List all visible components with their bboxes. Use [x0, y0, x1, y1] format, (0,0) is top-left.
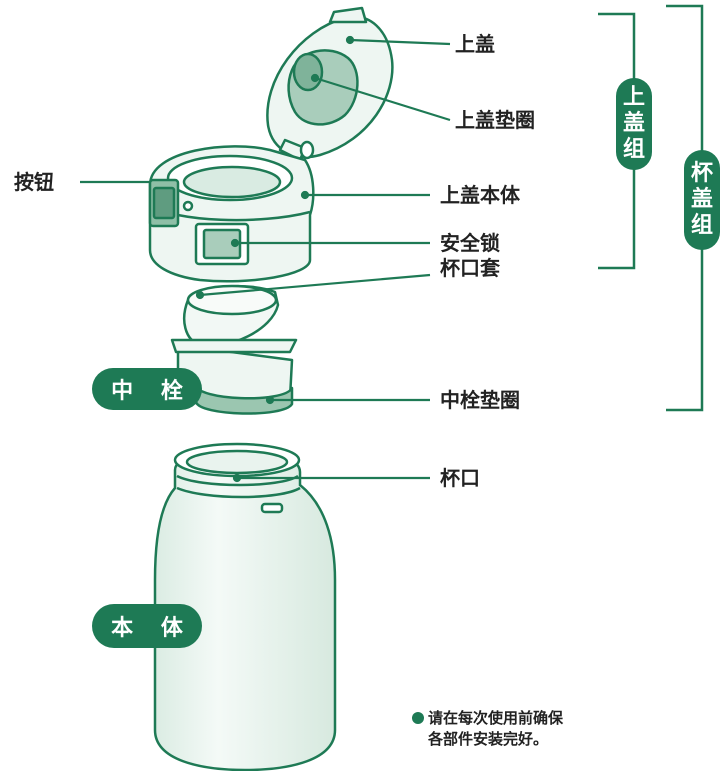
- cup-lid-group-char-3: 组: [690, 213, 713, 238]
- leader-safety-lock-dot: [230, 238, 240, 248]
- lid-gasket-top: [292, 52, 324, 92]
- usage-note-line-2: 各部件安装完好。: [428, 730, 549, 748]
- cup-lid-group-char-2: 盖: [690, 187, 713, 212]
- hinge-pin: [299, 140, 315, 160]
- leader-lid-gasket-dot: [310, 73, 320, 83]
- lid-group-char-3: 组: [622, 137, 645, 162]
- lid-group-char-1: 上: [622, 85, 645, 110]
- leader-lid: [349, 38, 451, 46]
- lid-group-badge: 上 盖 组: [616, 78, 652, 170]
- lid-tab: [328, 6, 368, 24]
- bottle-mouth-inner: [185, 449, 289, 475]
- stopper-gasket-shape: [194, 383, 294, 415]
- leader-lid-body-dot: [300, 190, 310, 200]
- label-cup-mouth-cover: 杯口套: [440, 256, 500, 280]
- stopper-badge: 中 栓: [92, 368, 202, 410]
- label-safety-lock: 安全锁: [440, 231, 500, 255]
- leader-lines: [80, 35, 451, 483]
- cup-lid-group-badge: 杯 盖 组: [684, 150, 720, 250]
- usage-note: 请在每次使用前确保 各部件安装完好。: [412, 708, 563, 750]
- button-face: [152, 186, 176, 220]
- label-cup-mouth: 杯口: [440, 466, 480, 490]
- label-lid-gasket: 上盖垫圈: [455, 108, 535, 132]
- label-button: 按钮: [14, 170, 54, 194]
- stopper-assembly: [170, 284, 298, 415]
- label-stopper-gasket: 中栓垫圈: [440, 388, 520, 412]
- leader-stopper-gasket-dot: [265, 395, 275, 405]
- leader-cup-mouth-cover-dot: [195, 290, 205, 300]
- lid-body-screw: [182, 200, 194, 212]
- leader-lid-dot: [345, 35, 355, 45]
- bottle-thread-2: [176, 486, 301, 499]
- lid-body-opening-inner: [182, 165, 282, 199]
- cup-mouth-cover-top: [186, 284, 278, 316]
- leader-cup-mouth-dot: [232, 473, 242, 483]
- lid-group-char-2: 盖: [622, 111, 645, 136]
- usage-note-text-1: 请在每次使用前确保: [428, 709, 564, 727]
- label-lid: 上盖: [455, 32, 495, 56]
- usage-note-line-1: 请在每次使用前确保: [412, 708, 563, 729]
- leader-lid-gasket: [314, 76, 451, 122]
- label-lid-body: 上盖本体: [440, 183, 520, 207]
- stopper-collar: [170, 338, 298, 354]
- note-bullet-icon: [412, 712, 424, 724]
- bottle-side-tab: [260, 502, 284, 514]
- lid-assembly: [148, 6, 394, 283]
- body-badge: 本 体: [92, 604, 202, 648]
- cup-lid-group-char-1: 杯: [690, 161, 713, 186]
- leader-cup-mouth-cover: [199, 273, 431, 297]
- bottle-thread-1: [176, 474, 299, 487]
